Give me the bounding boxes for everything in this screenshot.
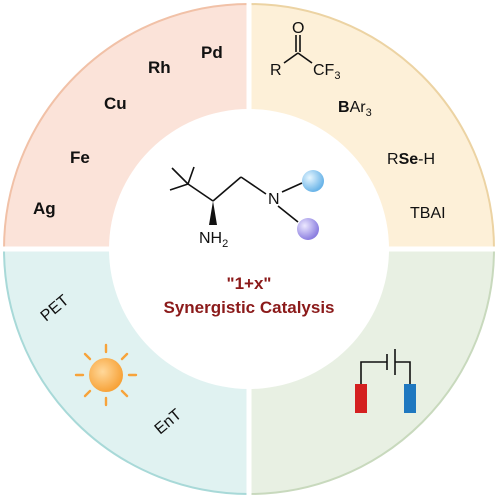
metal-pd: Pd xyxy=(201,43,223,62)
borane-label: BAr3 xyxy=(338,99,372,119)
tbai-label: TBAI xyxy=(410,205,446,222)
electrode-right xyxy=(404,384,416,413)
amine-label: NH2 xyxy=(199,230,228,250)
electrode-left xyxy=(355,384,367,413)
metal-rh: Rh xyxy=(148,58,171,77)
substituent-ball-purple xyxy=(297,218,319,240)
metal-ag: Ag xyxy=(33,199,56,218)
ketone-r-label: R xyxy=(270,62,282,79)
sun-icon xyxy=(74,343,138,407)
selenol-label: RSe-H xyxy=(387,151,435,168)
nitrogen-label: N xyxy=(268,191,280,208)
metal-fe: Fe xyxy=(70,148,90,167)
electrolysis-cell-icon xyxy=(360,349,411,385)
center-circle xyxy=(109,109,389,389)
ketone-cf3-label: CF3 xyxy=(313,62,340,82)
center-title-line1: "1+x" xyxy=(227,274,272,293)
substituent-ball-blue xyxy=(302,170,324,192)
trifluoromethyl-ketone-structure: O R CF3 xyxy=(270,20,340,82)
chiral-diamine-structure: N NH2 xyxy=(169,166,324,250)
center-title-line2: Synergistic Catalysis xyxy=(163,298,334,317)
ketone-oxygen-label: O xyxy=(292,20,304,37)
metal-cu: Cu xyxy=(104,94,127,113)
